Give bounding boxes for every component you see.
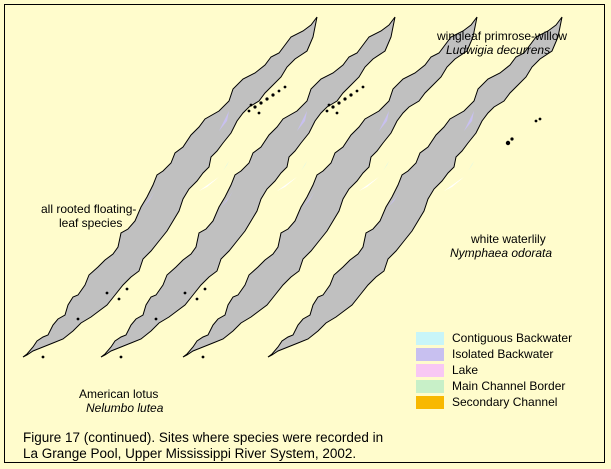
site-marker [343,97,347,101]
legend-swatch [416,332,444,345]
label-waterlily-common: white waterlily [471,232,546,246]
contiguous-backwater-patch [223,153,233,171]
river-maps [22,16,563,359]
isolated-backwater-patch [464,111,474,131]
site-marker [117,297,121,301]
legend-label: Secondary Channel [452,395,558,409]
site-marker [361,85,365,89]
legend-item-secondary-channel: Secondary Channel [414,395,604,409]
legend-swatch [416,380,444,393]
site-marker [201,355,205,359]
site-marker [76,317,80,321]
label-waterlily-scientific: Nymphaea odorata [450,246,553,260]
figure-frame: wingleaf primrose-willow Ludwigia decurr… [4,4,605,463]
site-marker [325,109,329,113]
legend-swatch [416,364,444,377]
site-marker [349,93,353,97]
lake-patch [359,177,379,191]
legend-label: Main Channel Border [452,379,566,393]
site-marker [154,317,158,321]
site-marker [183,291,187,295]
site-marker [265,97,269,101]
lake-patch [199,177,219,191]
site-marker [327,103,331,107]
site-marker [283,85,287,89]
legend-label: Contiguous Backwater [452,331,573,345]
river-map-american-lotus [22,16,318,359]
site-marker [247,109,251,113]
site-marker [257,111,261,115]
site-marker [271,93,275,97]
label-lotus-scientific: Nelumbo lutea [86,401,164,415]
site-marker [249,103,253,107]
isolated-backwater-patch [297,111,307,131]
legend-item-isolated-backwater: Isolated Backwater [414,347,604,361]
label-lotus-common: American lotus [79,387,159,401]
site-marker [203,287,207,291]
legend-item-contiguous-backwater: Contiguous Backwater [414,331,604,345]
river-map-primrose-willow [182,16,478,359]
site-marker [337,101,341,105]
site-marker [119,355,123,359]
figure-caption: Figure 17 (continued). Sites where speci… [23,430,383,462]
site-marker [259,101,263,105]
contiguous-backwater-patch [383,153,393,171]
river-map-all-species [100,16,396,359]
site-marker [105,291,109,295]
site-marker [195,297,199,301]
legend-label: Isolated Backwater [452,347,554,361]
site-marker [534,119,538,123]
site-marker [538,117,542,121]
site-marker [41,355,45,359]
site-marker [277,89,281,93]
legend-item-lake: Lake [414,363,604,377]
lake-patch [277,177,297,191]
legend-swatch [416,348,444,361]
caption-line-1: Figure 17 (continued). Sites where speci… [23,430,384,445]
isolated-backwater-patch [219,111,229,131]
label-all-species-line2: leaf species [59,216,123,230]
label-primrose-scientific: Ludwigia decurrens [446,43,551,57]
site-marker [355,89,359,93]
site-marker [335,111,339,115]
legend-item-main-channel-border: Main Channel Border [414,379,604,393]
site-marker [505,140,511,146]
river-map-white-waterlily [267,16,563,358]
contiguous-backwater-patch [301,153,311,171]
contiguous-backwater-patch [468,153,478,171]
isolated-backwater-patch [379,111,389,131]
label-all-species-line1: all rooted floating- [41,202,137,216]
site-marker [125,287,129,291]
legend-label: Lake [452,363,479,377]
site-marker [510,137,514,141]
lake-patch [444,177,464,191]
caption-line-2: La Grange Pool, Upper Mississippi River … [23,446,357,461]
legend-swatch [416,396,444,409]
site-marker [253,105,257,109]
label-primrose-common: wingleaf primrose-willow [437,29,568,43]
site-marker [331,105,335,109]
